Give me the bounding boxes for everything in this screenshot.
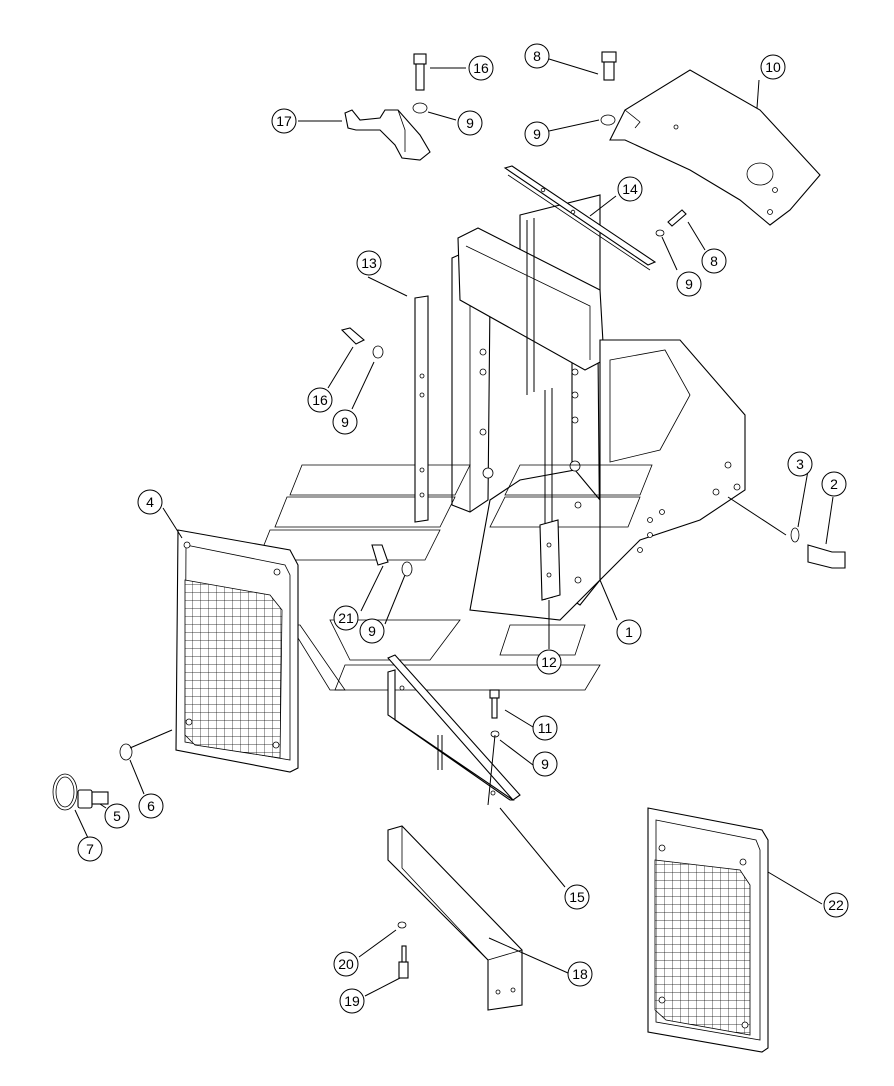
svg-text:8: 8 bbox=[533, 48, 541, 64]
callout-18: 18 bbox=[567, 961, 593, 987]
callout-9-e: 9 bbox=[359, 618, 385, 644]
callout-17: 17 bbox=[271, 108, 297, 134]
svg-text:15: 15 bbox=[569, 889, 585, 905]
svg-text:13: 13 bbox=[361, 255, 377, 271]
fasteners bbox=[52, 51, 846, 979]
grille-right bbox=[647, 807, 769, 1053]
callout-19: 19 bbox=[339, 988, 365, 1014]
svg-text:2: 2 bbox=[830, 476, 838, 492]
svg-text:21: 21 bbox=[338, 610, 354, 626]
center-strip bbox=[539, 519, 561, 601]
lower-bracket bbox=[387, 654, 521, 801]
callout-8-right: 8 bbox=[701, 248, 727, 274]
callouts: 1 2 3 4 5 6 7 8 8 9 9 9 9 9 9 10 11 12 1… bbox=[77, 43, 849, 1014]
callout-15: 15 bbox=[564, 884, 590, 910]
svg-text:4: 4 bbox=[146, 494, 154, 510]
callout-9-d: 9 bbox=[332, 409, 358, 435]
svg-text:5: 5 bbox=[113, 808, 121, 824]
svg-text:22: 22 bbox=[828, 897, 844, 913]
callout-21: 21 bbox=[333, 605, 359, 631]
callout-16-top: 16 bbox=[468, 55, 494, 81]
top-cover bbox=[609, 69, 821, 226]
callout-9-f: 9 bbox=[532, 751, 558, 777]
top-bracket bbox=[503, 165, 657, 271]
svg-text:10: 10 bbox=[765, 59, 781, 75]
svg-text:1: 1 bbox=[625, 624, 633, 640]
clip-bracket bbox=[344, 109, 431, 161]
svg-text:12: 12 bbox=[541, 654, 557, 670]
svg-text:11: 11 bbox=[538, 720, 553, 736]
svg-text:7: 7 bbox=[86, 841, 94, 857]
svg-text:3: 3 bbox=[796, 456, 804, 472]
callout-22: 22 bbox=[823, 892, 849, 918]
svg-text:14: 14 bbox=[622, 181, 638, 197]
callout-6: 6 bbox=[138, 793, 164, 819]
callout-12: 12 bbox=[536, 649, 562, 675]
callout-11: 11 bbox=[532, 715, 558, 741]
logo-stripes bbox=[257, 464, 653, 691]
callout-20: 20 bbox=[333, 951, 359, 977]
svg-text:9: 9 bbox=[368, 623, 376, 639]
callout-14: 14 bbox=[617, 176, 643, 202]
side-strip bbox=[414, 295, 429, 523]
callout-5: 5 bbox=[104, 803, 130, 829]
callout-9-b: 9 bbox=[524, 121, 550, 147]
grille-left bbox=[175, 529, 299, 773]
svg-text:20: 20 bbox=[338, 956, 354, 972]
callout-16-left: 16 bbox=[307, 387, 333, 413]
svg-text:6: 6 bbox=[147, 798, 155, 814]
callout-1: 1 bbox=[616, 619, 642, 645]
svg-text:19: 19 bbox=[344, 993, 360, 1009]
leader-lines bbox=[74, 58, 834, 997]
callout-8-top: 8 bbox=[524, 43, 550, 69]
callout-13: 13 bbox=[356, 250, 382, 276]
callout-9-a: 9 bbox=[457, 110, 483, 136]
callout-3: 3 bbox=[787, 451, 813, 477]
callout-10: 10 bbox=[760, 54, 786, 80]
svg-text:9: 9 bbox=[541, 756, 549, 772]
svg-text:16: 16 bbox=[312, 392, 328, 408]
svg-text:9: 9 bbox=[466, 115, 474, 131]
svg-text:8: 8 bbox=[710, 253, 718, 269]
svg-text:9: 9 bbox=[341, 414, 349, 430]
radiator-guard-frame bbox=[451, 194, 746, 621]
svg-text:9: 9 bbox=[533, 126, 541, 142]
callout-2: 2 bbox=[821, 471, 847, 497]
base-bracket bbox=[387, 825, 523, 1011]
callout-7: 7 bbox=[77, 836, 103, 862]
callout-9-c: 9 bbox=[676, 271, 702, 297]
svg-text:18: 18 bbox=[572, 966, 588, 982]
svg-text:9: 9 bbox=[685, 276, 693, 292]
svg-text:16: 16 bbox=[473, 60, 489, 76]
svg-text:17: 17 bbox=[276, 113, 292, 129]
callout-4: 4 bbox=[137, 489, 163, 515]
